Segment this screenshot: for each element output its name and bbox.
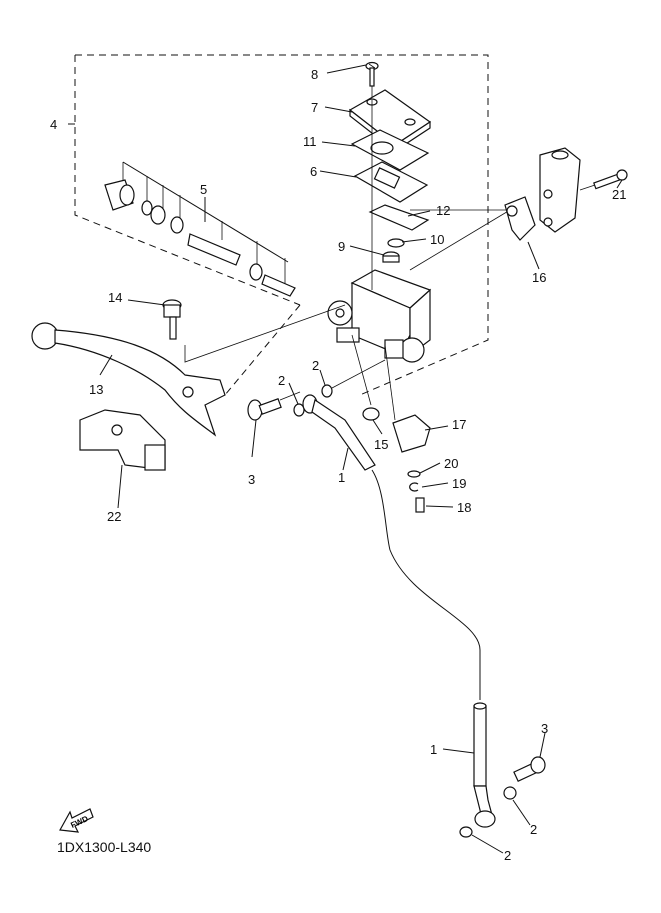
clip-10 [387, 238, 405, 248]
callout-16: 16 [532, 270, 546, 285]
callout-21: 21 [612, 187, 626, 202]
washer-2b [321, 384, 333, 398]
callout-20: 20 [444, 456, 458, 471]
clip-19 [409, 482, 419, 492]
holder-16 [504, 147, 581, 241]
plug-9 [382, 251, 400, 263]
screw-18 [415, 497, 425, 513]
diaphragm-6 [353, 161, 429, 203]
washer-axis [331, 359, 386, 389]
callout-4: 4 [50, 117, 57, 132]
callout-9: 9 [338, 239, 345, 254]
callout-8: 8 [311, 67, 318, 82]
callout-22: 22 [107, 509, 121, 524]
brake-hose-1-lower [473, 702, 496, 828]
master-cylinder-body [327, 269, 432, 363]
callout-18: 18 [457, 500, 471, 515]
brake-hose-1-upper [302, 394, 481, 700]
callout-2: 2 [278, 373, 285, 388]
float-12 [368, 204, 430, 231]
callout-labels: 1 1 2 2 2 2 3 3 4 5 6 7 8 9 10 11 12 13 … [50, 67, 626, 863]
callout-11: 11 [303, 134, 317, 149]
grommet-15 [362, 407, 380, 421]
callout-6: 6 [310, 164, 317, 179]
washer-2d [459, 826, 473, 838]
plate-11 [350, 129, 430, 171]
callout-19: 19 [452, 476, 466, 491]
callout-13: 13 [89, 382, 103, 397]
washer-20 [407, 470, 421, 478]
leader-15 [351, 334, 372, 406]
assembly-boundary [68, 54, 489, 396]
callout-12: 12 [436, 203, 450, 218]
switch-17 [384, 344, 431, 453]
callout-15: 15 [374, 437, 388, 452]
bracket-22 [79, 409, 166, 471]
fwd-arrow-icon [59, 808, 94, 833]
callout-1: 1 [430, 742, 437, 757]
callout-10: 10 [430, 232, 444, 247]
callout-7: 7 [311, 100, 318, 115]
callout-3: 3 [248, 472, 255, 487]
union-bolt-3-upper [247, 391, 301, 421]
callout-2: 2 [504, 848, 511, 863]
lever-13 [31, 322, 226, 437]
union-bolt-3-lower [513, 756, 546, 782]
callout-leaders [99, 64, 623, 854]
leader-holder [409, 209, 511, 271]
callout-1: 1 [338, 470, 345, 485]
pivot-bolt-14 [162, 299, 346, 363]
callout-3: 3 [541, 721, 548, 736]
callout-14: 14 [108, 290, 122, 305]
washer-2c [503, 786, 517, 800]
fwd-label: FWD [69, 814, 90, 830]
callout-2: 2 [530, 822, 537, 837]
callout-2: 2 [312, 358, 319, 373]
diagram-code: 1DX1300-L340 [57, 839, 151, 855]
piston-kit-5 [104, 161, 296, 297]
callout-5: 5 [200, 182, 207, 197]
screw-8 [365, 61, 379, 100]
callout-17: 17 [452, 417, 466, 432]
washer-2a [293, 403, 305, 417]
